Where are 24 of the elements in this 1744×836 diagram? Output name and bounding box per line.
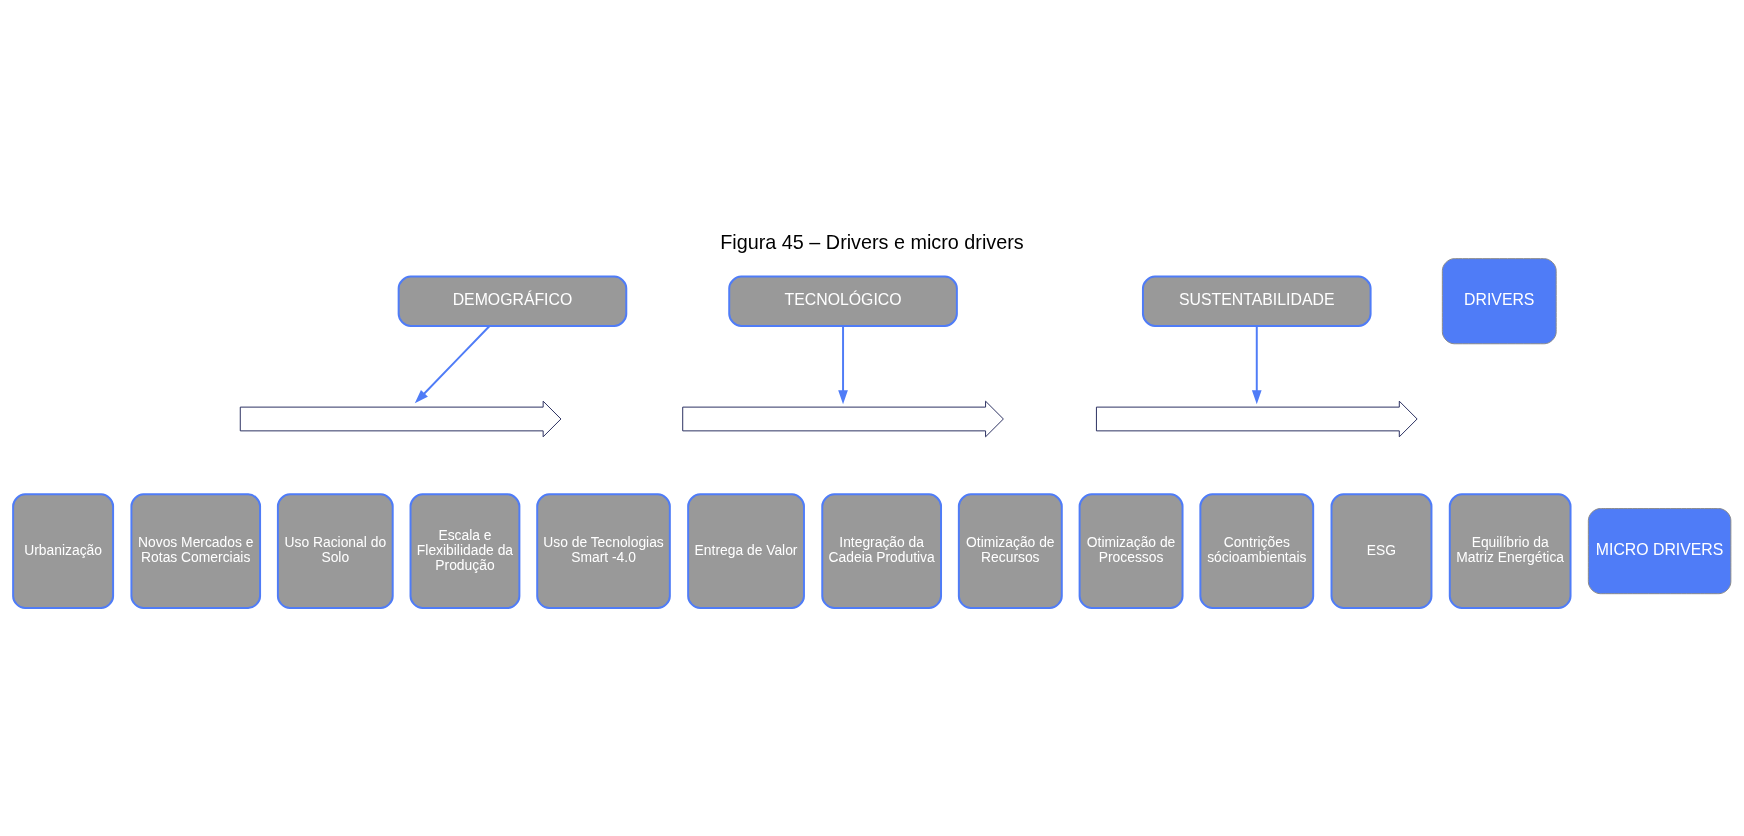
node-box: MICRO DRIVERS [1587, 507, 1732, 594]
node-box: Novos Mercados e Rotas Comerciais [130, 492, 262, 609]
node-box: SUSTENTABILIDADE [1141, 275, 1372, 327]
node-box: Uso Racional do Solo [276, 492, 394, 609]
arrow [1251, 324, 1262, 404]
node-box: Urbanização [12, 492, 115, 609]
node-box: DEMOGRÁFICO [397, 275, 628, 327]
node-box: DRIVERS [1441, 257, 1557, 344]
node-box: Escala e Flexibilidade da Produção [409, 492, 521, 609]
node-box: Otimização de Processos [1078, 492, 1184, 609]
node-box: Equilíbrio da Matriz Energética [1448, 492, 1572, 609]
node-chevron [239, 400, 562, 437]
node-box: Otimização de Recursos [957, 492, 1063, 609]
node-box: ESG [1330, 492, 1433, 609]
node-chevron [1095, 400, 1418, 437]
node-box: Entrega de Valor [687, 492, 805, 609]
node-box: Integração da Cadeia Produtiva [821, 492, 943, 609]
node-chevron [682, 400, 1004, 437]
node-box: TECNOLÓGICO [728, 275, 958, 327]
arrow [838, 324, 848, 404]
arrow [414, 324, 491, 403]
node-box: Uso de Tecnologias Smart -4.0 [536, 492, 671, 609]
node-box: Contrições sócioambientais [1199, 492, 1315, 609]
diagram-title: Figura 45 – Drivers e micro drivers [720, 230, 1024, 253]
